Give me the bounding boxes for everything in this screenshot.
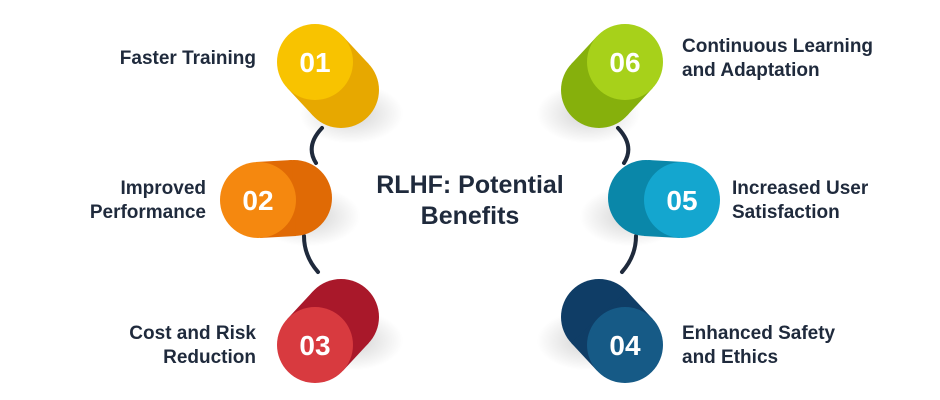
label-cost-and-risk-reduction: Cost and Risk Reduction [129,323,256,368]
step-number: 01 [299,47,330,78]
diagram-title: RLHF: Potential Benefits [362,170,578,232]
cylinder-05: 05 [579,160,720,247]
cylinder-face [277,307,353,383]
cylinder-04: 04 [536,279,663,383]
cylinder-face [644,162,720,238]
label-enhanced-safety-and-ethics: Enhanced Safety and Ethics [682,323,836,368]
cylinder-face [587,24,663,100]
label-faster-training: Faster Training [119,48,256,69]
step-number: 04 [609,330,641,361]
label-improved-performance: Improved Performance [89,178,206,223]
cylinder-face [587,307,663,383]
cylinders: 01 02 03 04 05 06 [220,24,720,383]
cylinder-face [277,24,353,100]
label-continuous-learning: Continuous Learning and Adaptation [682,36,874,81]
step-number: 06 [609,47,640,78]
cylinder-06: 06 [536,24,663,144]
label-increased-user-satisfaction: Increased User Satisfaction [732,178,869,223]
title-line-2: Benefits [420,202,520,230]
cylinder-02: 02 [220,160,361,247]
cylinder-face [220,162,296,238]
step-number: 02 [242,185,273,216]
cylinder-01: 01 [277,24,404,144]
step-number: 03 [299,330,330,361]
title-line-1: RLHF: Potential [376,171,564,199]
step-number: 05 [666,185,697,216]
cylinder-03: 03 [277,279,404,383]
